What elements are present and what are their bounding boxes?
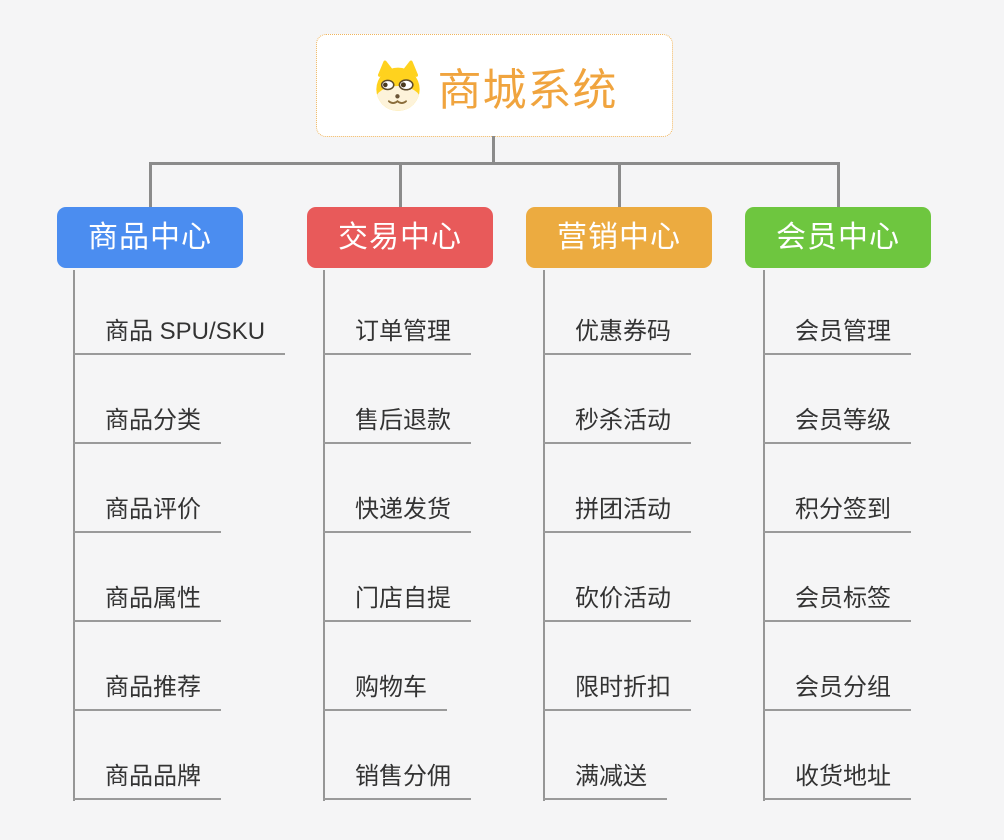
leaf-node[interactable]: 门店自提 xyxy=(323,584,471,622)
leaf-node[interactable]: 销售分佣 xyxy=(323,762,471,800)
connector-bus xyxy=(149,162,840,165)
dog-face-icon xyxy=(375,60,420,111)
root-title: 商城系统 xyxy=(437,65,618,115)
leaf-node[interactable]: 快递发货 xyxy=(323,495,471,533)
root-node[interactable]: 商城系统 xyxy=(316,34,673,137)
branch-header-trade[interactable]: 交易中心 xyxy=(307,207,493,268)
leaf-node[interactable]: 购物车 xyxy=(323,673,447,711)
leaf-node[interactable]: 会员管理 xyxy=(763,317,911,355)
connector-drop xyxy=(837,164,840,208)
leaf-node[interactable]: 商品推荐 xyxy=(73,673,221,711)
connector-root-stem xyxy=(492,136,495,163)
branch-header-marketing[interactable]: 营销中心 xyxy=(526,207,712,268)
leaf-node[interactable]: 满减送 xyxy=(543,762,667,800)
branch-header-products[interactable]: 商品中心 xyxy=(57,207,243,268)
leaf-node[interactable]: 限时折扣 xyxy=(543,673,691,711)
leaf-node[interactable]: 商品属性 xyxy=(73,584,221,622)
leaf-node[interactable]: 商品评价 xyxy=(73,495,221,533)
leaf-node[interactable]: 积分签到 xyxy=(763,495,911,533)
leaf-node[interactable]: 售后退款 xyxy=(323,406,471,444)
branch-trunk-line xyxy=(323,270,325,801)
leaf-node[interactable]: 砍价活动 xyxy=(543,584,691,622)
leaf-node[interactable]: 拼团活动 xyxy=(543,495,691,533)
branch-trunk-line xyxy=(73,270,75,801)
connector-drop xyxy=(149,164,152,208)
leaf-node[interactable]: 会员分组 xyxy=(763,673,911,711)
branch-header-members[interactable]: 会员中心 xyxy=(745,207,931,268)
leaf-node[interactable]: 商品 SPU/SKU xyxy=(73,317,286,355)
leaf-node[interactable]: 收货地址 xyxy=(763,762,911,800)
leaf-node[interactable]: 会员等级 xyxy=(763,406,911,444)
connector-drop xyxy=(618,164,621,208)
connector-drop xyxy=(399,164,402,208)
leaf-node[interactable]: 会员标签 xyxy=(763,584,911,622)
branch-trunk-line xyxy=(543,270,545,801)
leaf-node[interactable]: 秒杀活动 xyxy=(543,406,691,444)
leaf-node[interactable]: 商品分类 xyxy=(73,406,221,444)
branch-trunk-line xyxy=(763,270,765,801)
leaf-node[interactable]: 优惠券码 xyxy=(543,317,691,355)
leaf-node[interactable]: 订单管理 xyxy=(323,317,471,355)
leaf-node[interactable]: 商品品牌 xyxy=(73,762,221,800)
